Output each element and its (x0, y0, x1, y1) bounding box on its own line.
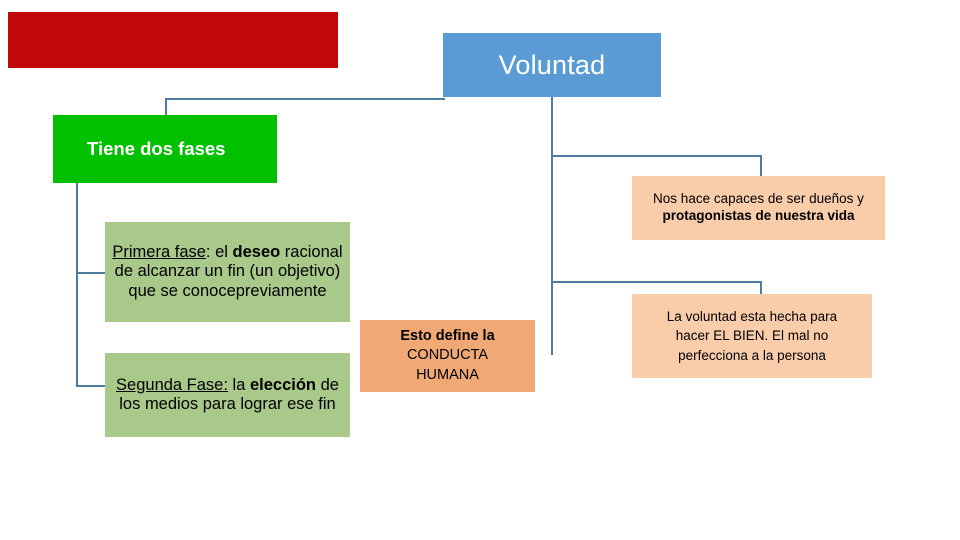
connector-green-spine (76, 183, 78, 387)
connector-title-to-result-1-vertical (760, 155, 762, 176)
connector-green-to-phase-1 (76, 272, 107, 274)
conducta-line-2: CONDUCTA (406, 347, 489, 364)
connector-title-to-result-1-horizontal (551, 155, 762, 157)
node-primera-fase-text: Primera fase: el deseo racional de alcan… (107, 243, 348, 301)
conducta-line-1: Esto define la (400, 327, 495, 344)
segunda-fase-lead: Segunda Fase: (116, 375, 228, 394)
primera-fase-rest: racional de alcanzar un fin (un objetivo… (114, 242, 343, 300)
node-segunda-fase-text: Segunda Fase: la elección de los medios … (107, 376, 348, 415)
result-el-bien-line-3: perfecciona a la persona (678, 347, 826, 363)
connector-title-spine (551, 97, 553, 355)
connector-green-to-phase-2 (76, 385, 107, 387)
node-segunda-fase: Segunda Fase: la elección de los medios … (105, 353, 350, 437)
result-duenos-line-2: protagonistas de nuestra vida (662, 208, 855, 223)
node-voluntad: Voluntad (443, 33, 661, 97)
segunda-fase-emphasis: elección (249, 375, 317, 394)
connector-title-to-result-2-vertical (760, 281, 762, 295)
node-tiene-dos-fases-label: Tiene dos fases (87, 138, 226, 159)
result-duenos-line-1: Nos hace capaces de ser dueños y (653, 191, 864, 207)
segunda-fase-rest: de los medios para lograr ese fin (119, 375, 339, 413)
node-result-duenos: Nos hace capaces de ser dueños y protago… (632, 176, 885, 240)
connector-title-to-green-vertical (165, 98, 167, 117)
segunda-fase-colon: la (227, 375, 250, 394)
node-voluntad-label: Voluntad (498, 49, 606, 80)
result-el-bien-line-1: La voluntad esta hecha para (666, 308, 838, 324)
conducta-line-3: HUMANA (416, 366, 479, 383)
primera-fase-emphasis: deseo (232, 242, 281, 261)
node-conducta-humana: Esto define la CONDUCTA HUMANA (360, 320, 535, 392)
connector-title-to-green-horizontal (165, 98, 445, 100)
primera-fase-lead: Primera fase (112, 242, 206, 261)
red-banner (8, 12, 338, 68)
primera-fase-colon: : el (205, 242, 233, 261)
connector-title-to-result-2-horizontal (551, 281, 762, 283)
result-el-bien-line-2: hacer EL BIEN. El mal no (675, 328, 829, 344)
node-primera-fase: Primera fase: el deseo racional de alcan… (105, 222, 350, 322)
node-tiene-dos-fases: Tiene dos fases (53, 115, 277, 183)
node-result-el-bien: La voluntad esta hecha para hacer EL BIE… (632, 294, 872, 378)
